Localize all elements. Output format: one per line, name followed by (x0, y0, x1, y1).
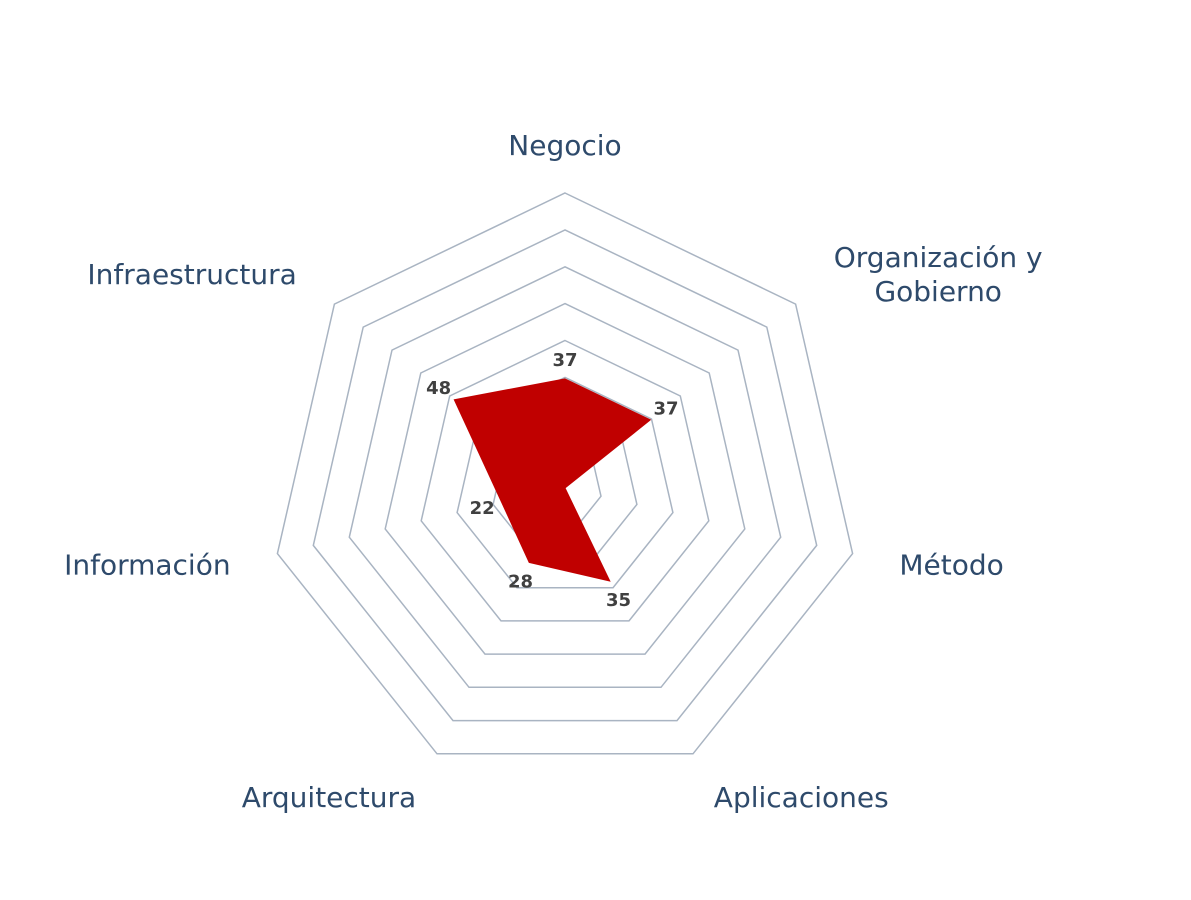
radar-series (453, 378, 652, 582)
data-label: 37 (653, 399, 678, 420)
data-label: 48 (426, 378, 451, 399)
category-label: Negocio (508, 129, 621, 162)
grid-ring-5 (384, 302, 746, 655)
grid-ring-6 (348, 265, 782, 689)
grid-ring-7 (312, 229, 818, 722)
category-label: Aplicaciones (714, 781, 889, 814)
series-area (453, 378, 652, 582)
grid-ring-4 (420, 339, 710, 622)
category-label: Arquitectura (242, 781, 416, 814)
radar-grid (276, 192, 854, 755)
data-label: 37 (552, 350, 577, 371)
category-label: Método (899, 548, 1003, 581)
radar-data-labels: 37 37 35 28 22 48 (426, 350, 678, 611)
data-label: 35 (606, 590, 631, 611)
category-label: Información (64, 548, 231, 581)
data-label: 28 (508, 571, 533, 592)
grid-ring-8 (276, 192, 854, 755)
data-label: 22 (470, 498, 495, 519)
category-label: Infraestructura (87, 258, 296, 291)
